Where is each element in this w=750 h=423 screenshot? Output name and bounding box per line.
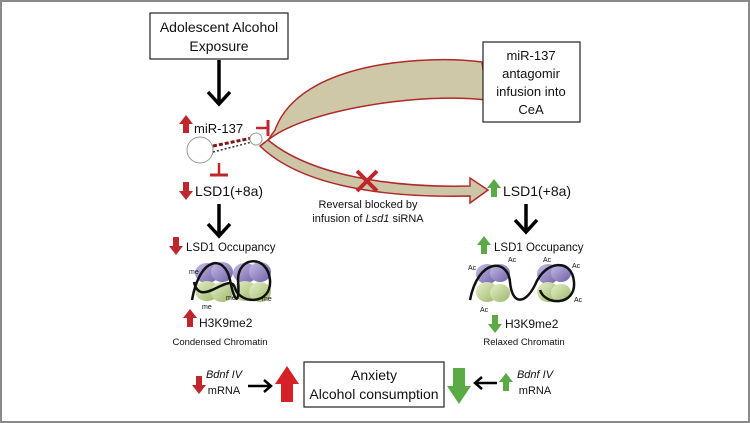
ac-mark-4: Ac [543, 257, 552, 264]
ac-mark-2: Ac [508, 257, 517, 264]
occupancy-left-label: LSD1 Occupancy [186, 242, 276, 254]
antagomir-line3: infusion into [496, 84, 565, 99]
ac-mark-1: Ac [468, 265, 477, 272]
arrow-lsd1-to-occupancy-right [513, 204, 539, 235]
lsd1-left-label: LSD1(+8a) [195, 183, 263, 199]
occupancy-right-label: LSD1 Occupancy [494, 242, 584, 254]
reversal-arrow [258, 139, 490, 205]
blocked-x-icon [355, 169, 379, 193]
me-mark-2: me [226, 295, 236, 302]
mirna-hairpin-icon [186, 132, 263, 164]
chromatin-left-label: Condensed Chromatin [172, 337, 267, 348]
exposure-line1: Adolescent Alcohol [160, 19, 278, 35]
outcome-line1: Anxiety [351, 367, 397, 383]
bdnf-left-mrna: mRNA [208, 385, 241, 397]
outcome-down-arrow-icon [447, 368, 471, 404]
reversal-line1: Reversal blocked by [318, 199, 418, 211]
arrow-lsd1-to-occupancy-left [206, 204, 232, 239]
antagomir-line1: miR-137 [506, 48, 555, 63]
me-mark-3: me [262, 296, 272, 303]
exposure-box [149, 12, 289, 60]
exposure-line2: Exposure [189, 38, 248, 54]
ac-mark-5: Ac [572, 263, 581, 270]
bdnf-right-mrna: mRNA [519, 385, 552, 397]
lsd1-right-label: LSD1(+8a) [503, 183, 571, 199]
bdnf-left-gene: Bdnf IV [206, 369, 244, 381]
condensed-chromatin-graphic: me me me me [189, 260, 272, 311]
me-mark-4: me [202, 304, 212, 311]
mir-label: miR-137 [194, 121, 243, 136]
mir-inhibition-icon [256, 120, 270, 136]
arrow-bdnf-right-to-outcome [473, 376, 497, 390]
outcome-up-arrow-icon [275, 366, 299, 402]
relaxed-chromatin-graphic: Ac Ac Ac Ac Ac Ac [468, 257, 583, 314]
antagomir-line4: CeA [518, 102, 544, 117]
outcome-box [303, 361, 445, 408]
arrow-bdnf-left-to-outcome [248, 379, 273, 393]
ac-mark-6: Ac [574, 297, 583, 304]
ac-mark-3: Ac [480, 307, 489, 314]
h3k9-right-label: H3K9me2 [505, 317, 559, 331]
reversal-line2: infusion of Lsd1 siRNA [312, 213, 424, 225]
antagomir-line2: antagomir [502, 66, 560, 81]
lsd1-inhibition-icon [210, 163, 228, 177]
bdnf-right-gene: Bdnf IV [517, 369, 555, 381]
h3k9-left-label: H3K9me2 [199, 316, 253, 330]
outcome-line2: Alcohol consumption [309, 386, 438, 402]
arrow-exposure-to-mir [206, 60, 232, 107]
me-mark-1: me [189, 269, 199, 276]
chromatin-right-label: Relaxed Chromatin [483, 337, 564, 348]
antagomir-box [482, 41, 581, 123]
